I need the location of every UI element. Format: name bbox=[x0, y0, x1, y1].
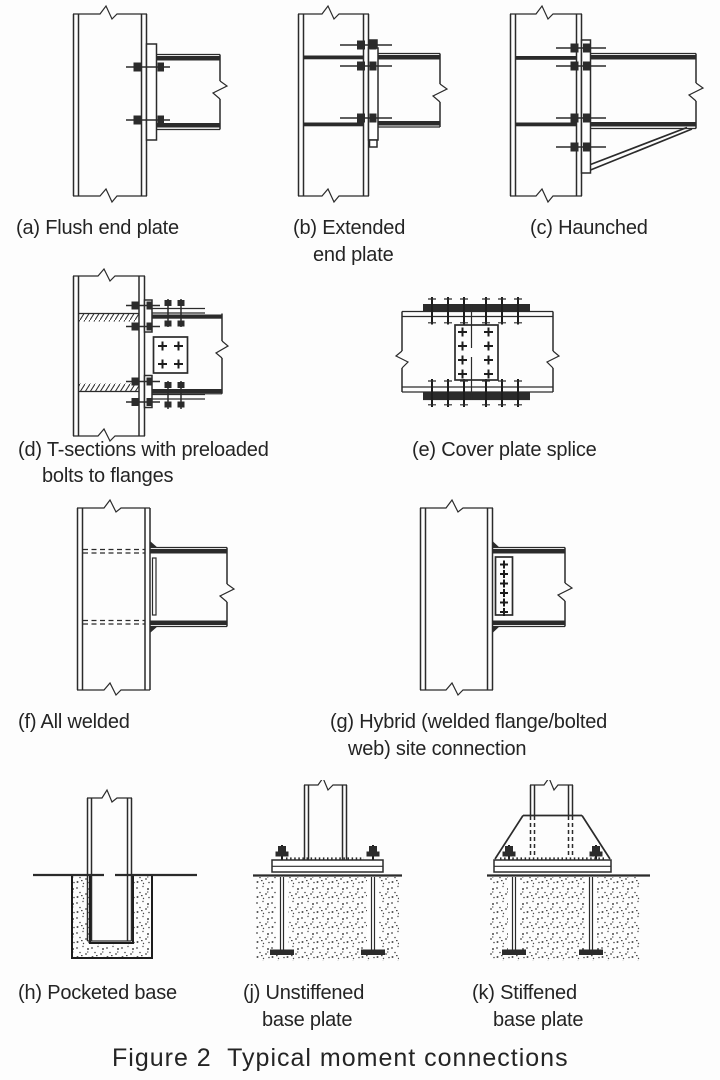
label-all-welded: (f) All welded bbox=[18, 711, 130, 733]
label-stiffened-line2: base plate bbox=[493, 1009, 584, 1031]
diagram-flush-end-plate bbox=[72, 4, 229, 204]
diagram-t-sections-preloaded-bolts bbox=[72, 268, 230, 443]
diagram-pocketed-base bbox=[33, 788, 197, 959]
diagram-cover-plate-splice bbox=[395, 297, 561, 407]
label-hybrid-line1: (g) Hybrid (welded flange/bolted bbox=[330, 711, 608, 733]
label-extended-line2: end plate bbox=[313, 244, 394, 266]
label-t-sections-line1: (d) T-sections with preloaded bbox=[18, 439, 269, 461]
diagram-all-welded bbox=[76, 498, 236, 697]
diagram-extended-end-plate bbox=[297, 4, 449, 204]
figure-caption: Figure 2 Typical moment connections bbox=[112, 1044, 569, 1072]
diagram-haunched bbox=[509, 4, 705, 204]
label-pocketed-base: (h) Pocketed base bbox=[18, 982, 177, 1004]
label-unstiffened-line2: base plate bbox=[262, 1009, 353, 1031]
label-cover-plate-splice: (e) Cover plate splice bbox=[412, 439, 597, 461]
diagram-hybrid-site-connection bbox=[419, 498, 574, 697]
label-hybrid-line2: web) site connection bbox=[348, 738, 527, 760]
label-extended-line1: (b) Extended bbox=[293, 217, 406, 239]
label-flush-end-plate: (a) Flush end plate bbox=[16, 217, 179, 239]
label-t-sections-line2: bolts to flanges bbox=[42, 465, 174, 487]
label-stiffened-line1: (k) Stiffened bbox=[472, 982, 577, 1004]
label-unstiffened-line1: (j) Unstiffened bbox=[243, 982, 365, 1004]
diagram-stiffened-base-plate bbox=[487, 780, 650, 961]
diagram-unstiffened-base-plate bbox=[253, 780, 402, 961]
label-haunched: (c) Haunched bbox=[530, 217, 648, 239]
